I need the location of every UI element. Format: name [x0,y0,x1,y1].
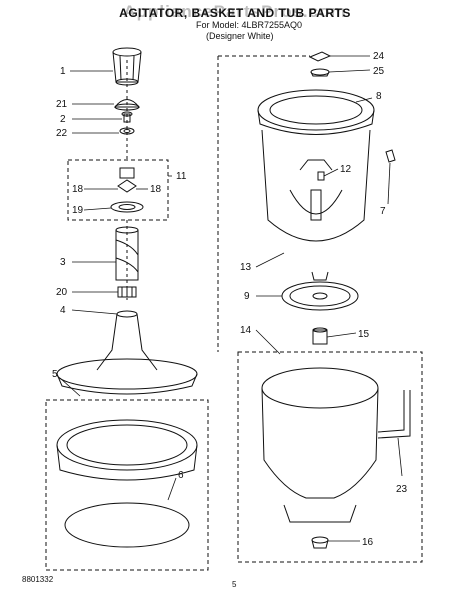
callout-1: 1 [60,66,66,77]
callout-15: 15 [358,329,370,340]
part-22-washer [119,127,135,135]
part-1-dispenser [112,47,142,86]
callout-21: 21 [56,99,68,110]
callout-25: 25 [373,66,385,77]
part-25-grommet [310,68,330,77]
callout-18-right: 18 [150,184,162,195]
leader-lines [59,55,403,542]
group-box-5-6 [45,399,209,571]
callout-7: 7 [380,206,386,217]
group-box-11 [67,159,169,221]
model-line: For Model: 4LBR7255AQ0 [196,20,303,30]
part-15-nut [312,327,328,345]
callout-14: 14 [240,325,252,336]
callout-19: 19 [72,205,84,216]
part-24-clip [308,51,332,62]
callout-11: 11 [176,171,187,182]
part-14-tub [261,367,379,523]
callout-24: 24 [373,51,385,62]
part-8-balance-ring [257,89,375,135]
part-code: 8801332 [22,575,54,584]
callout-13: 13 [240,262,252,273]
part-20-ring [117,286,137,298]
diagram-title: AGITATOR, BASKET AND TUB PARTS [119,6,351,20]
callouts: 1 21 2 22 11 18 18 19 3 20 4 5 6 24 25 8… [52,51,408,548]
variant-line: (Designer White) [206,31,274,41]
group-box-14 [237,351,423,563]
callout-6: 6 [178,470,184,481]
part-3-auger [115,226,139,281]
part-5-basket-ring [56,419,198,481]
callout-3: 3 [60,257,66,268]
callout-23: 23 [396,484,408,495]
part-21-cap [113,99,141,111]
part-7-clip [385,149,396,163]
watermark: AppliancePartsPros.com [123,2,347,21]
callout-18-left: 18 [72,184,84,195]
part-2-bolt [121,111,133,123]
part-13-spin-basket [261,129,371,242]
callout-4: 4 [60,305,66,316]
part-23-hose [377,390,411,439]
part-6-clamp-ring [64,502,190,548]
callout-2: 2 [60,114,66,125]
part-11-dog-kit [110,167,144,213]
part-12-bolt [317,171,325,181]
callout-12: 12 [340,164,352,175]
part-9-hub [281,271,359,311]
callout-5: 5 [52,369,58,380]
callout-9: 9 [244,291,250,302]
callout-8: 8 [376,91,382,102]
part-4-agitator-base [56,310,198,395]
callout-20: 20 [56,287,68,298]
page-number: 5 [232,580,237,589]
callout-22: 22 [56,128,68,139]
part-16-seal [311,536,329,549]
callout-16: 16 [362,537,374,548]
